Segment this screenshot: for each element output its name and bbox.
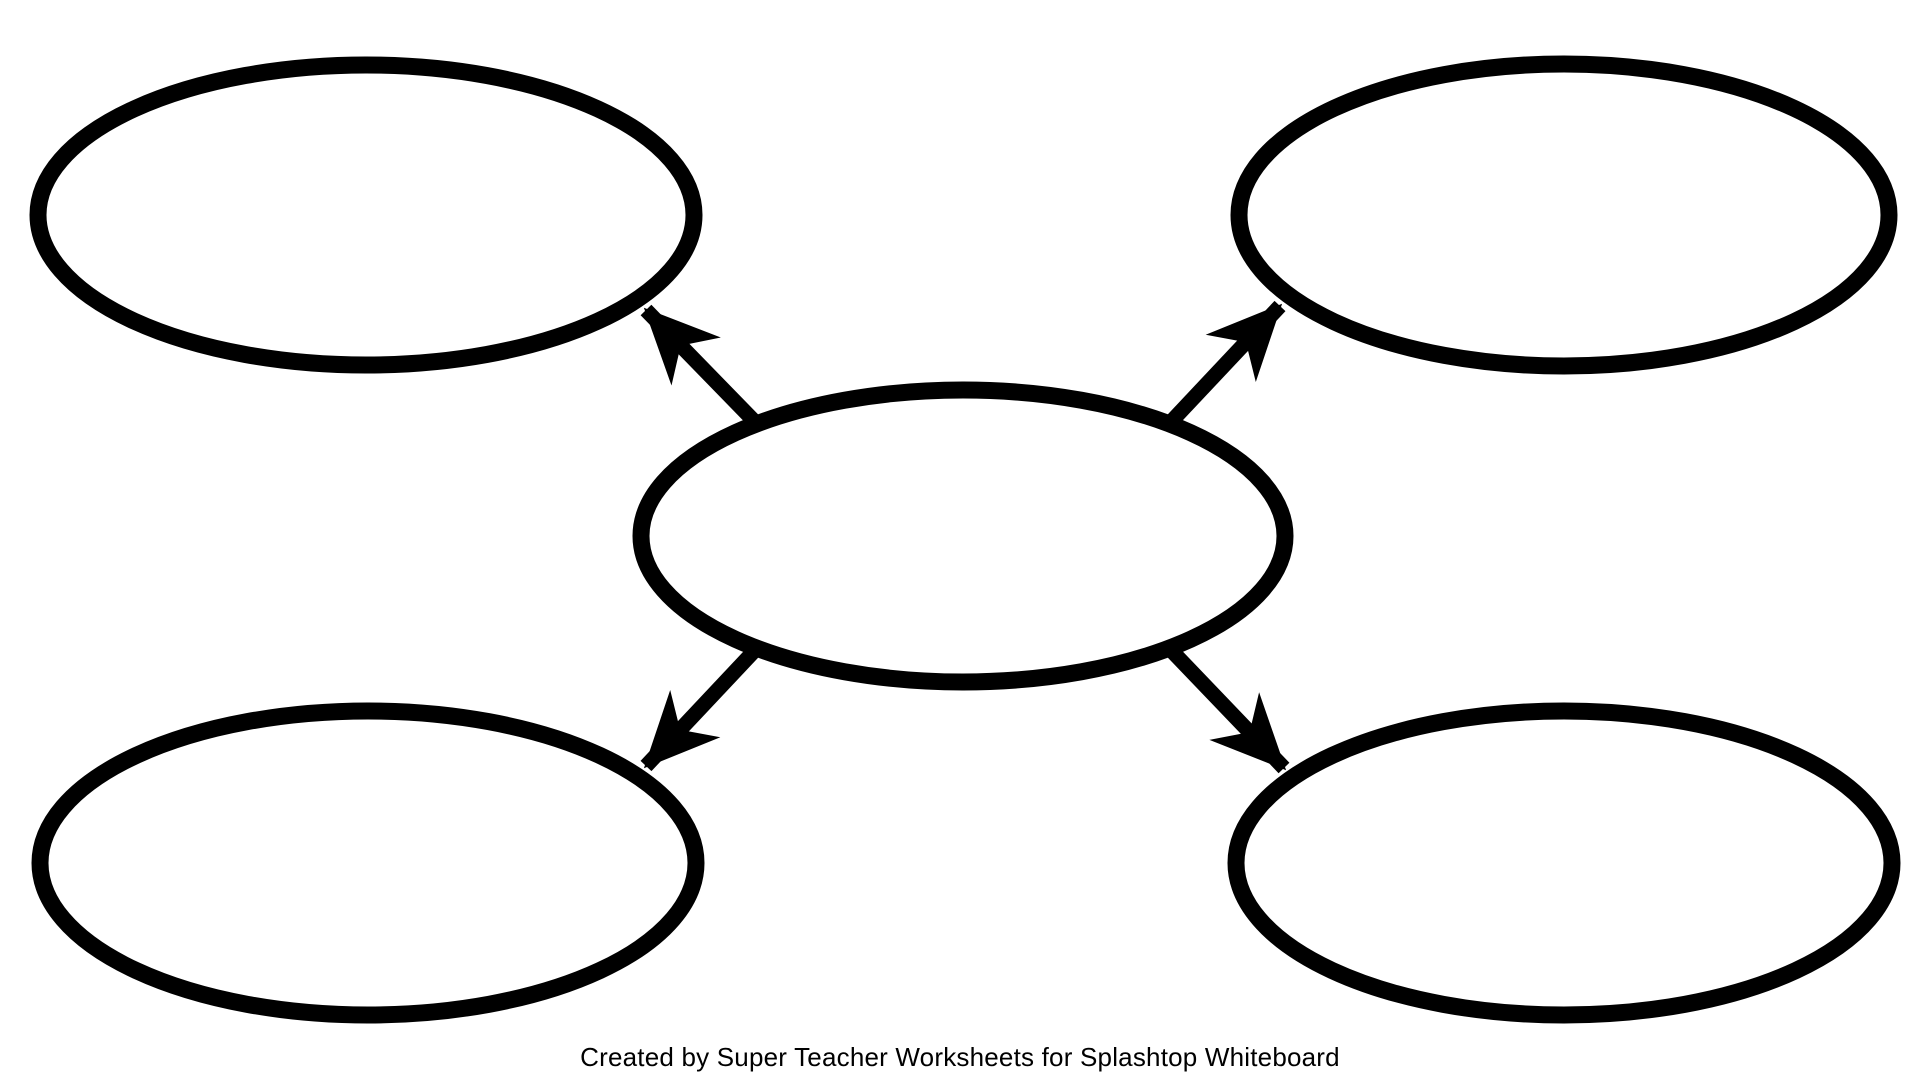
arrow-group [640, 300, 1290, 774]
node-oval-top-right[interactable] [1230, 55, 1898, 375]
arrow-center-to-top-right [1163, 300, 1286, 430]
node-oval-center[interactable] [632, 381, 1294, 691]
node-oval-top-left[interactable] [29, 56, 703, 374]
node-oval-bottom-right[interactable] [1227, 702, 1901, 1024]
arrow-center-to-bottom-left [640, 642, 763, 772]
arrow-center-to-top-left [640, 304, 763, 430]
credit-text: Created by Super Teacher Worksheets for … [580, 1042, 1340, 1072]
arrow-center-to-bottom-right [1163, 642, 1290, 774]
node-oval-bottom-left[interactable] [31, 702, 705, 1024]
